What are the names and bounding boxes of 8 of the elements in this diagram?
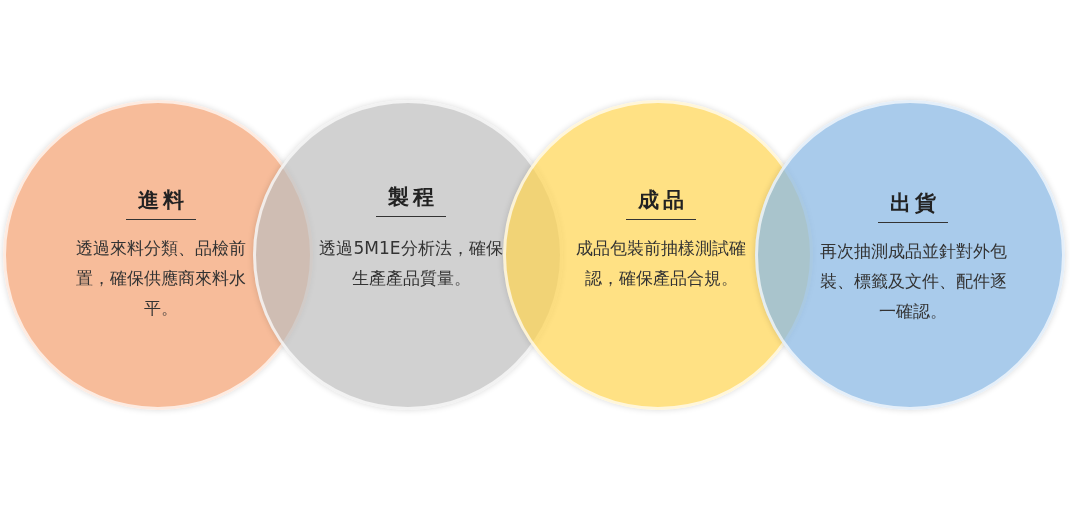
heading: 出貨 bbox=[878, 189, 948, 223]
heading: 製程 bbox=[376, 183, 446, 217]
description-text: 透過來料分類、品檢前置，確保供應商來料水平。 bbox=[75, 237, 247, 320]
description-text: 再次抽測成品並針對外包裝、標籤及文件、配件逐一確認。 bbox=[818, 240, 1008, 323]
heading: 進料 bbox=[126, 186, 196, 220]
description-text: 透過5M1E分析法，確保生產產品質量。 bbox=[318, 237, 504, 290]
description-text: 成品包裝前抽樣測試確認，確保產品合規。 bbox=[575, 237, 747, 290]
heading: 成品 bbox=[626, 186, 696, 220]
